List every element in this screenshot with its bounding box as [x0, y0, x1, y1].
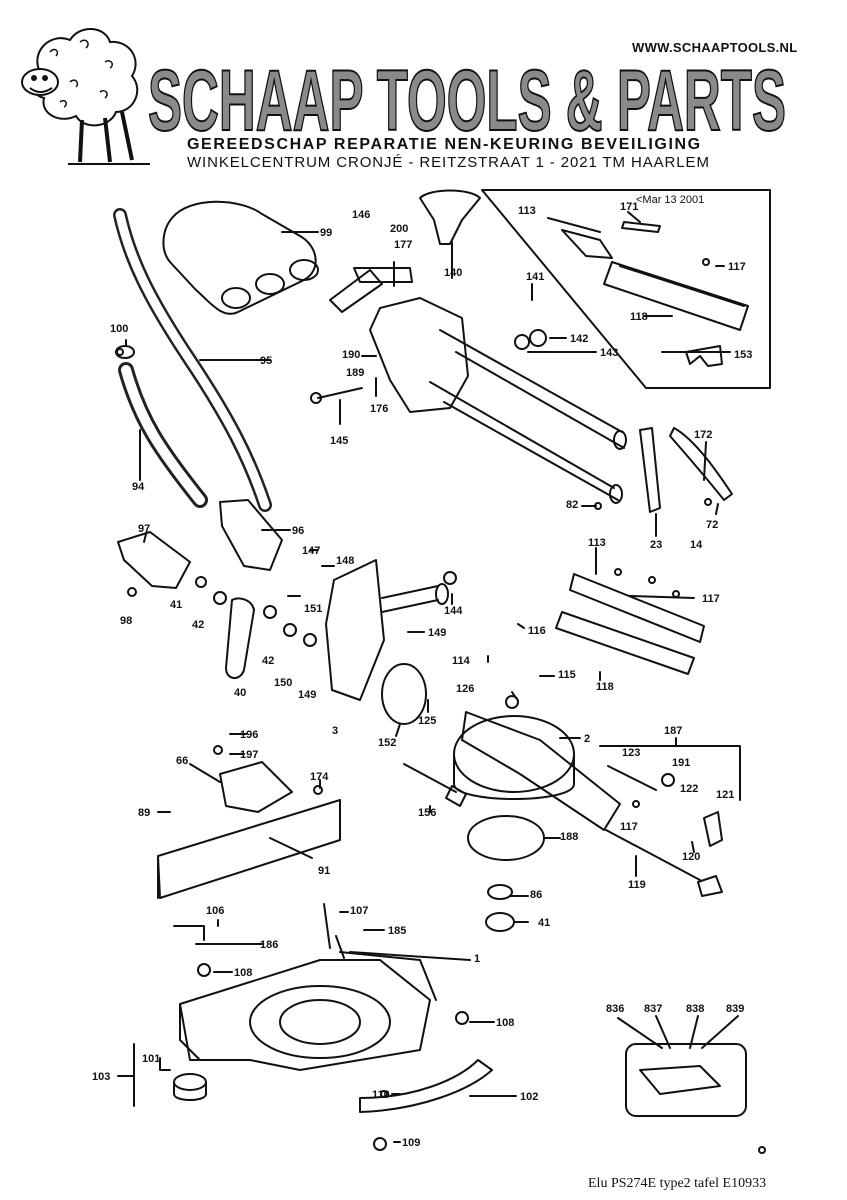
part-number: 107	[350, 905, 369, 917]
part-number: 119	[628, 879, 646, 891]
part-number: 117	[728, 261, 746, 273]
svg-text:SCHAAP TOOLS & PARTS: SCHAAP TOOLS & PARTS	[148, 53, 786, 142]
part-number: 837	[644, 1003, 663, 1015]
part-number: 191	[672, 757, 691, 769]
part-number: 125	[418, 715, 437, 727]
part-number: 187	[664, 725, 683, 737]
part-number: 96	[292, 525, 305, 537]
part-number: 108	[496, 1017, 515, 1029]
part-number: 144	[444, 605, 463, 617]
part-number: 101	[142, 1053, 161, 1065]
accessory-inset-box	[625, 1043, 747, 1117]
part-number: 153	[734, 349, 753, 361]
part-number: 149	[428, 627, 447, 639]
part-number: 109	[402, 1137, 421, 1149]
brand-title: SCHAAP TOOLS & PARTS	[148, 52, 787, 142]
part-number: 142	[570, 333, 589, 345]
part-number: 140	[444, 267, 463, 279]
part-number: 72	[706, 519, 719, 531]
part-number: 89	[138, 807, 151, 819]
part-number: 117	[702, 593, 720, 605]
part-number: 86	[530, 889, 543, 901]
part-number: 145	[330, 435, 349, 447]
part-number: 836	[606, 1003, 625, 1015]
part-number: 1	[474, 953, 481, 965]
sheep-logo	[21, 28, 150, 165]
part-number: 103	[92, 1071, 111, 1083]
part-number: 118	[630, 311, 648, 323]
part-number: 156	[418, 807, 437, 819]
part-number: 177	[394, 239, 413, 251]
part-number: 839	[726, 1003, 745, 1015]
part-number: 94	[132, 481, 145, 493]
part-number: 42	[192, 619, 205, 631]
part-number: 190	[342, 349, 361, 361]
part-number: 14	[690, 539, 703, 551]
part-number: 186	[260, 939, 279, 951]
part-number: 99	[320, 227, 333, 239]
part-number: 149	[298, 689, 317, 701]
part-number: 106	[206, 905, 225, 917]
part-number: 200	[390, 223, 409, 235]
part-number: 102	[520, 1091, 539, 1103]
subtitle-address: WINKELCENTRUM CRONJÉ - REITZSTRAAT 1 - 2…	[187, 154, 710, 171]
part-number: 150	[274, 677, 293, 689]
part-number: 189	[346, 367, 365, 379]
inset-date-label: <Mar 13 2001	[636, 194, 705, 206]
part-number: 110	[372, 1089, 390, 1101]
subtitle-services: GEREEDSCHAP REPARATIE NEN-KEURING BEVEIL…	[187, 136, 702, 153]
part-number: 3	[332, 725, 339, 737]
part-number: 141	[526, 271, 545, 283]
part-number: 82	[566, 499, 579, 511]
part-number: 151	[304, 603, 323, 615]
part-number: 41	[170, 599, 183, 611]
part-number: 117	[620, 821, 638, 833]
part-number: 121	[716, 789, 735, 801]
diagram-caption: Elu PS274E type2 tafel E10933	[588, 1176, 767, 1191]
website-url: WWW.SCHAAPTOOLS.NL	[632, 40, 798, 55]
part-number: 152	[378, 737, 397, 749]
part-number: 23	[650, 539, 663, 551]
part-number: 118	[596, 681, 614, 693]
part-number: 116	[528, 625, 546, 637]
part-number: 100	[110, 323, 129, 335]
part-number: 114	[452, 655, 470, 667]
part-number: 196	[240, 729, 259, 741]
part-number: 838	[686, 1003, 705, 1015]
part-number: 2	[584, 733, 591, 745]
part-number: 108	[234, 967, 253, 979]
part-number: 91	[318, 865, 331, 877]
part-number: 147	[302, 545, 321, 557]
part-number: 172	[694, 429, 713, 441]
part-number: 115	[558, 669, 576, 681]
part-number: 40	[234, 687, 247, 699]
part-number: 41	[538, 917, 551, 929]
part-number: 148	[336, 555, 355, 567]
part-number: 98	[120, 615, 133, 627]
part-number: 113	[588, 537, 606, 549]
part-number: 171	[620, 201, 639, 213]
part-number: 97	[138, 523, 151, 535]
part-number: 42	[262, 655, 275, 667]
part-number: 66	[176, 755, 189, 767]
part-number: 197	[240, 749, 259, 761]
part-number: 146	[352, 209, 371, 221]
part-number: 143	[600, 347, 619, 359]
part-number: 174	[310, 771, 329, 783]
part-number: 120	[682, 851, 701, 863]
part-number: 185	[388, 925, 407, 937]
part-number: 122	[680, 783, 699, 795]
part-number: 95	[260, 355, 273, 367]
part-number: 113	[518, 205, 536, 217]
part-number: 176	[370, 403, 389, 415]
part-number: 126	[456, 683, 475, 695]
part-number: 123	[622, 747, 641, 759]
inset-panel-outline	[481, 189, 771, 389]
part-number: 188	[560, 831, 579, 843]
